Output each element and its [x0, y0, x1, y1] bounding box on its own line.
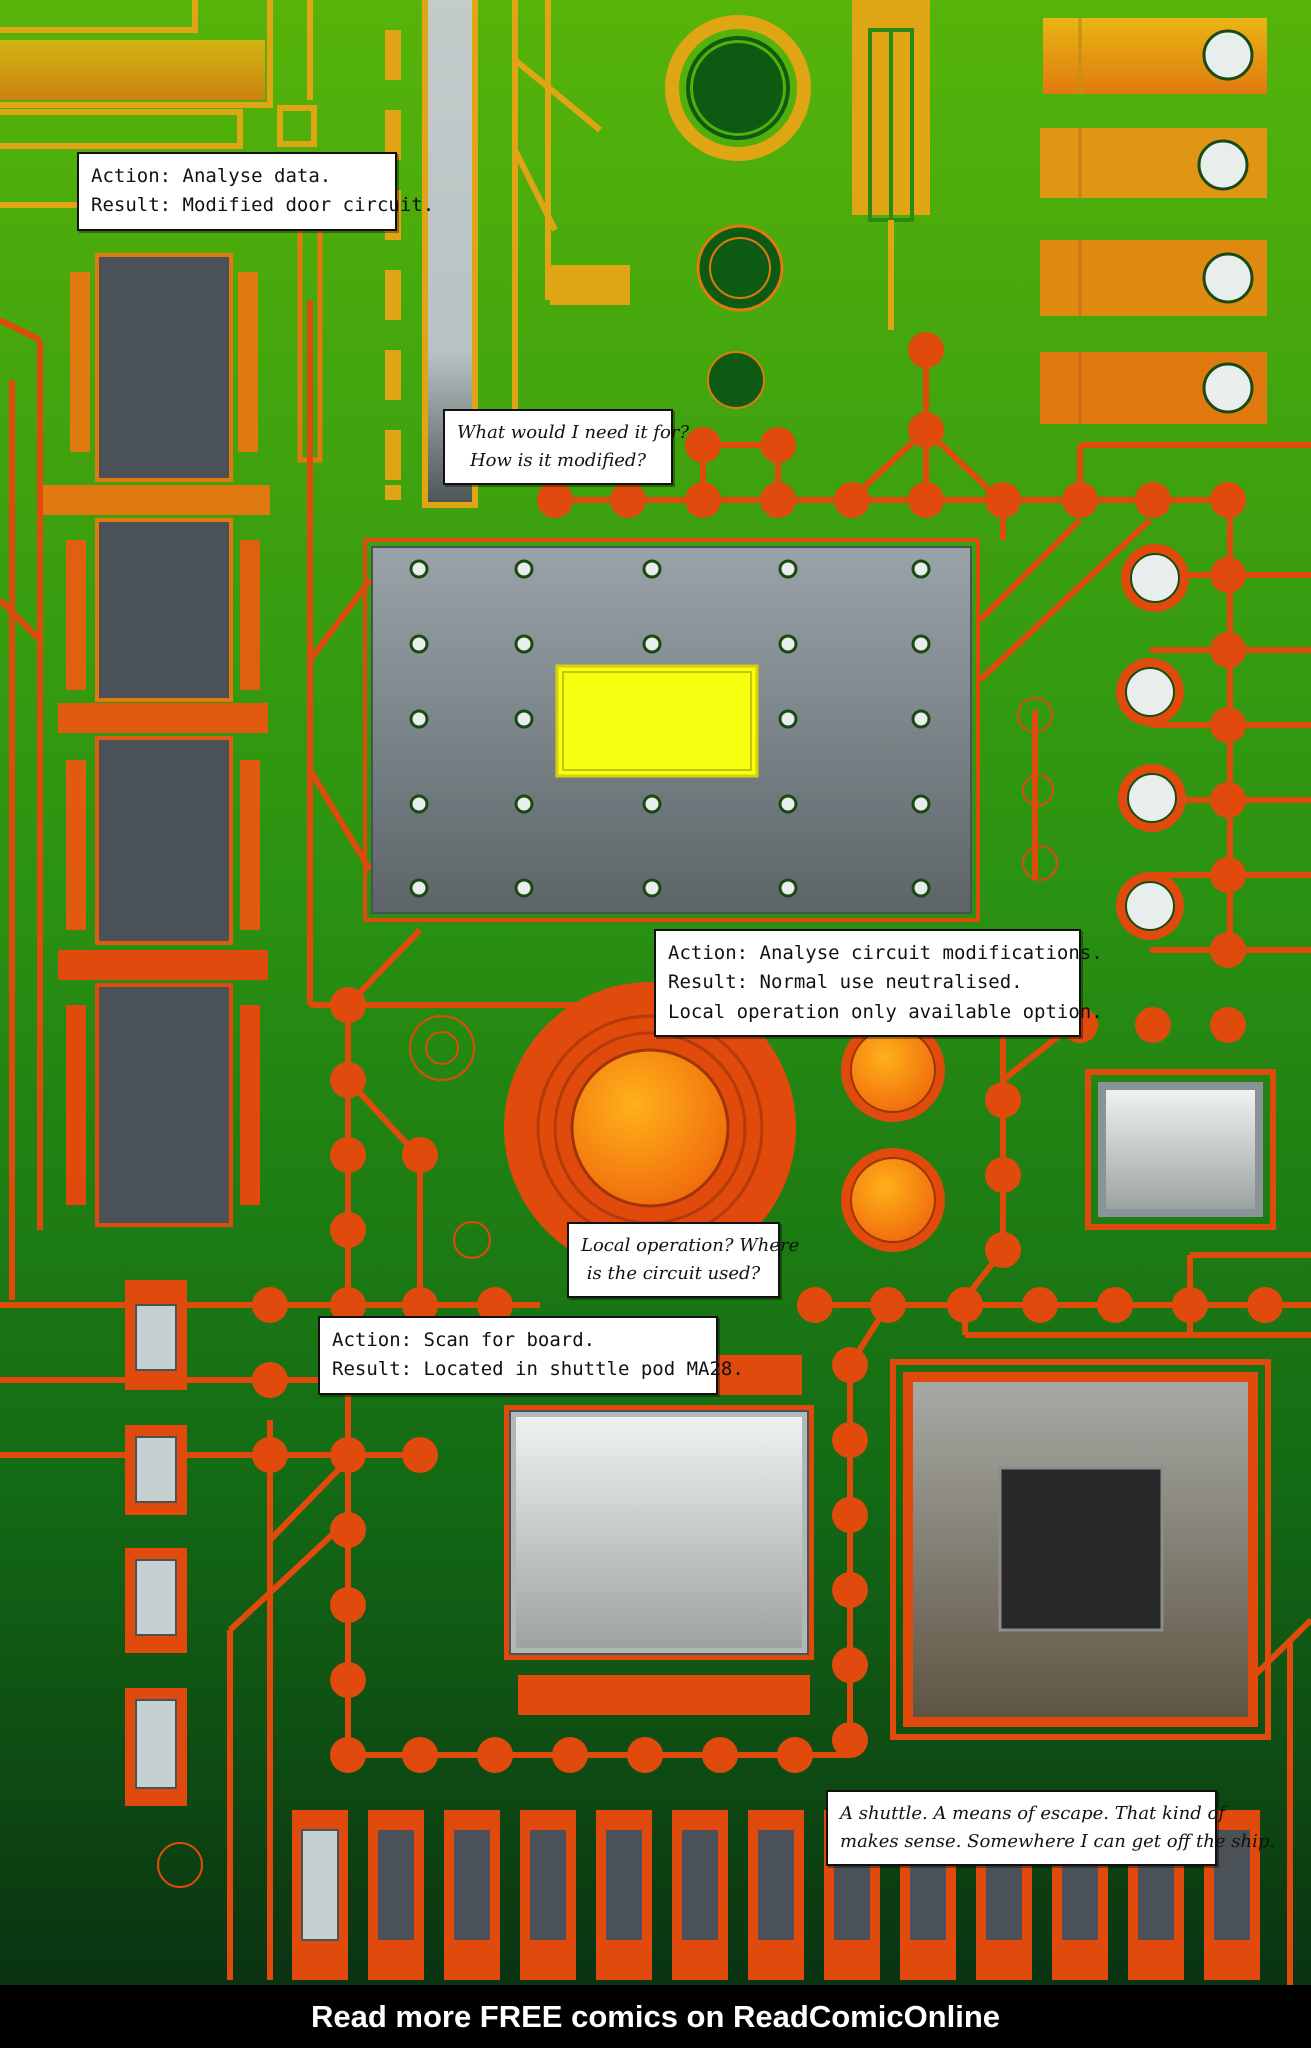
- caption-line: Action: Analyse circuit modifications.: [668, 942, 1103, 964]
- caption-line: is the circuit used?: [586, 1262, 761, 1284]
- caption-line: A shuttle. A means of escape. That kind …: [840, 1803, 1226, 1824]
- caption-line: Result: Modified door circuit.: [91, 194, 435, 217]
- caption-circuit-modifications: Action: Analyse circuit modifications. R…: [654, 929, 1103, 1038]
- footer-text: Read more FREE comics on ReadComicOnline: [310, 1998, 1001, 2034]
- footer-banner: Read more FREE comics on ReadComicOnline: [0, 1985, 1311, 2048]
- caption-line: Result: Located in shuttle pod MA28.: [332, 1358, 744, 1381]
- caption-line: Result: Normal use neutralised.: [668, 971, 1023, 994]
- caption-line: Action: Scan for board.: [332, 1329, 596, 1351]
- circuit-board-illustration: [0, 0, 1311, 1985]
- caption-line: makes sense. Somewhere I can get off the…: [840, 1830, 1276, 1852]
- caption-line: How is it modified?: [469, 449, 647, 471]
- caption-line: Local operation? Where: [581, 1235, 800, 1256]
- caption-line: What would I need it for?: [457, 422, 690, 443]
- caption-thought-shuttle: A shuttle. A means of escape. That kind …: [826, 1790, 1276, 1866]
- caption-analyse-data: Action: Analyse data. Result: Modified d…: [77, 152, 435, 231]
- caption-thought-local-operation: Local operation? Where is the circuit us…: [567, 1222, 800, 1298]
- caption-thought-need: What would I need it for? How is it modi…: [443, 409, 690, 485]
- caption-line: Action: Analyse data.: [91, 165, 332, 187]
- caption-scan-for-board: Action: Scan for board. Result: Located …: [318, 1316, 744, 1395]
- caption-line: Local operation only available option.: [668, 1000, 1103, 1023]
